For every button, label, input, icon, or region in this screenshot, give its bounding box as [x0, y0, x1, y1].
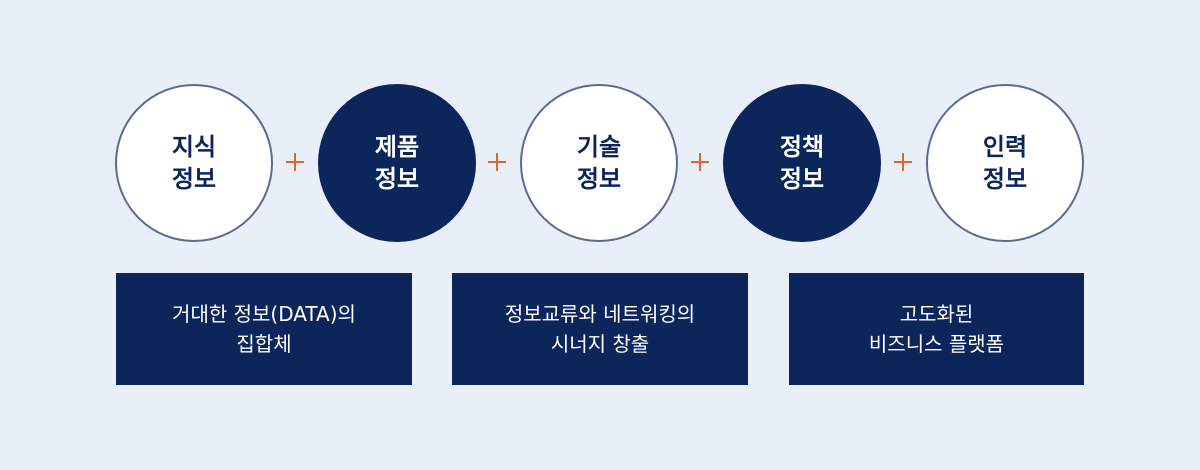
circle-label: 제품 정보 — [374, 133, 420, 193]
circle-label: 기술 정보 — [576, 133, 622, 193]
circle-tech-info: 기술 정보 — [520, 84, 678, 242]
circle-knowledge-info: 지식 정보 — [115, 84, 273, 242]
box-networking-synergy: 정보교류와 네트워킹의 시너지 창출 — [452, 273, 748, 385]
circle-hr-info: 인력 정보 — [926, 84, 1084, 242]
circle-label: 지식 정보 — [171, 133, 217, 193]
plus-icon — [486, 151, 508, 173]
plus-icon — [284, 151, 306, 173]
box-label: 고도화된 비즈니스 플랫폼 — [868, 302, 1005, 356]
circle-label: 정책 정보 — [779, 133, 825, 193]
plus-icon — [689, 151, 711, 173]
circle-policy-info: 정책 정보 — [723, 84, 881, 242]
box-label: 정보교류와 네트워킹의 시너지 창출 — [504, 302, 696, 356]
box-data-collection: 거대한 정보(DATA)의 집합체 — [116, 273, 412, 385]
box-label: 거대한 정보(DATA)의 집합체 — [172, 302, 356, 356]
circle-product-info: 제품 정보 — [318, 84, 476, 242]
circle-label: 인력 정보 — [982, 133, 1028, 193]
plus-icon — [892, 151, 914, 173]
box-business-platform: 고도화된 비즈니스 플랫폼 — [789, 273, 1084, 385]
